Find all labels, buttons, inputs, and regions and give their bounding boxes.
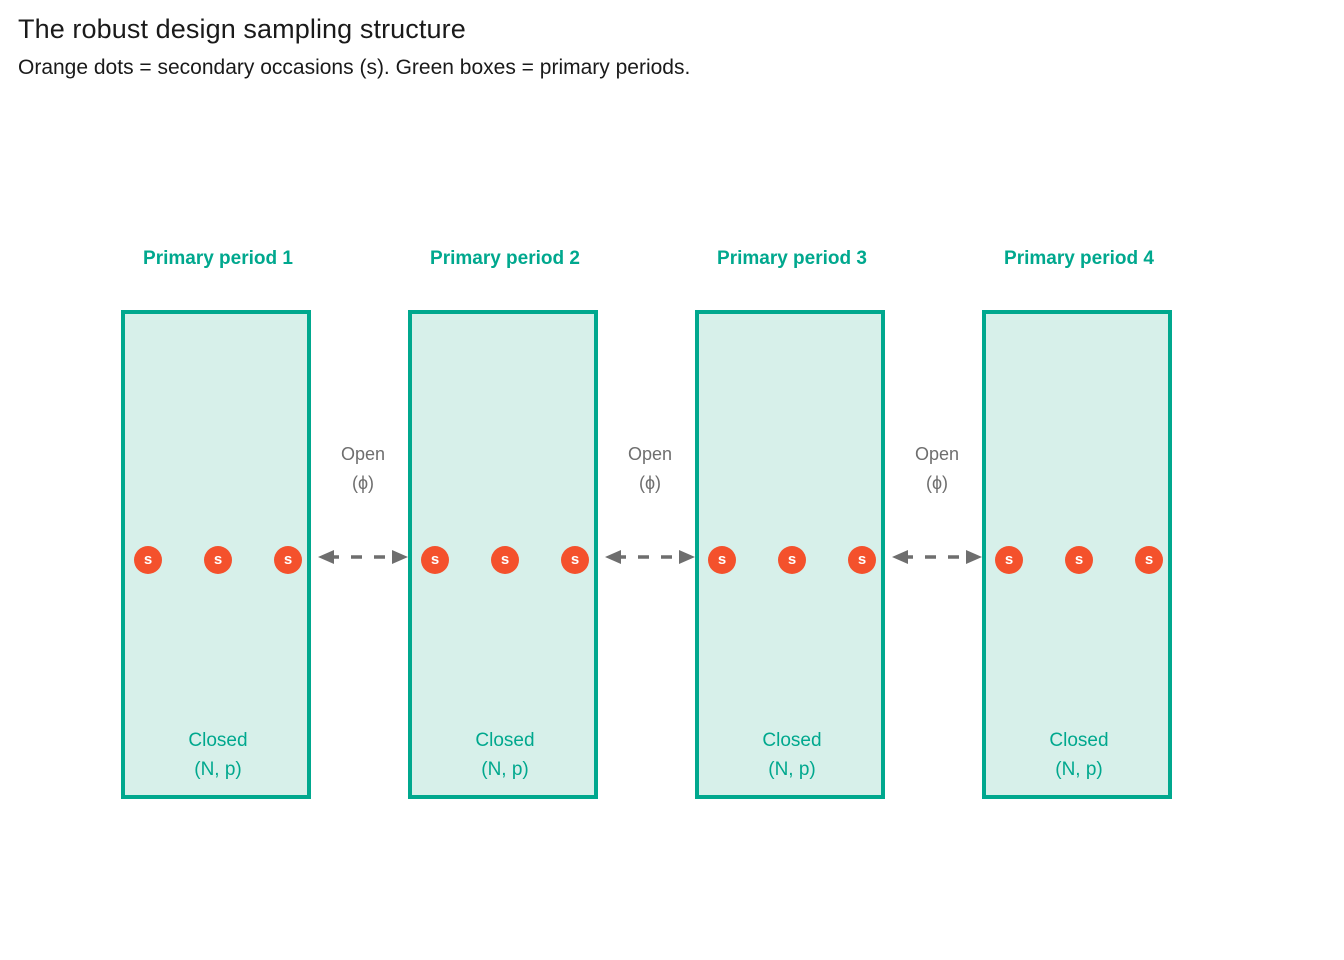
- header: The robust design sampling structure Ora…: [18, 14, 1318, 80]
- open-text: Open: [627, 444, 673, 464]
- page-subtitle: Orange dots = secondary occasions (s). G…: [18, 55, 691, 79]
- open-text: Open: [340, 444, 386, 464]
- open-interval-2-label: Open (ϕ): [603, 440, 697, 498]
- secondary-occasion-dot[interactable]: s: [848, 546, 876, 574]
- secondary-occasion-dot[interactable]: s: [421, 546, 449, 574]
- secondary-occasion-dot[interactable]: s: [708, 546, 736, 574]
- secondary-occasion-dot[interactable]: s: [1135, 546, 1163, 574]
- double-headed-dashed-arrow-icon: [892, 550, 982, 564]
- secondary-occasion-dot[interactable]: s: [995, 546, 1023, 574]
- primary-period-2-label: Primary period 2: [430, 248, 580, 269]
- open-interval-3-label: Open (ϕ): [890, 440, 984, 498]
- double-headed-dashed-arrow-icon: [318, 550, 408, 564]
- secondary-occasion-dot[interactable]: s: [561, 546, 589, 574]
- open-text: Open: [914, 444, 960, 464]
- secondary-occasion-dot[interactable]: s: [1065, 546, 1093, 574]
- secondary-occasion-dot[interactable]: s: [204, 546, 232, 574]
- open-params: (ϕ): [925, 472, 949, 493]
- double-headed-dashed-arrow-icon: [605, 550, 695, 564]
- secondary-occasion-dot[interactable]: s: [134, 546, 162, 574]
- primary-period-4-label: Primary period 4: [1004, 248, 1154, 269]
- open-params: (ϕ): [638, 472, 662, 493]
- primary-period-3-label: Primary period 3: [717, 248, 867, 269]
- secondary-occasion-dot[interactable]: s: [274, 546, 302, 574]
- primary-period-1-label: Primary period 1: [143, 248, 293, 269]
- secondary-occasion-dot[interactable]: s: [491, 546, 519, 574]
- page-title: The robust design sampling structure: [18, 14, 466, 44]
- open-params: (ϕ): [351, 472, 375, 493]
- secondary-occasion-dot[interactable]: s: [778, 546, 806, 574]
- open-interval-1-label: Open (ϕ): [316, 440, 410, 498]
